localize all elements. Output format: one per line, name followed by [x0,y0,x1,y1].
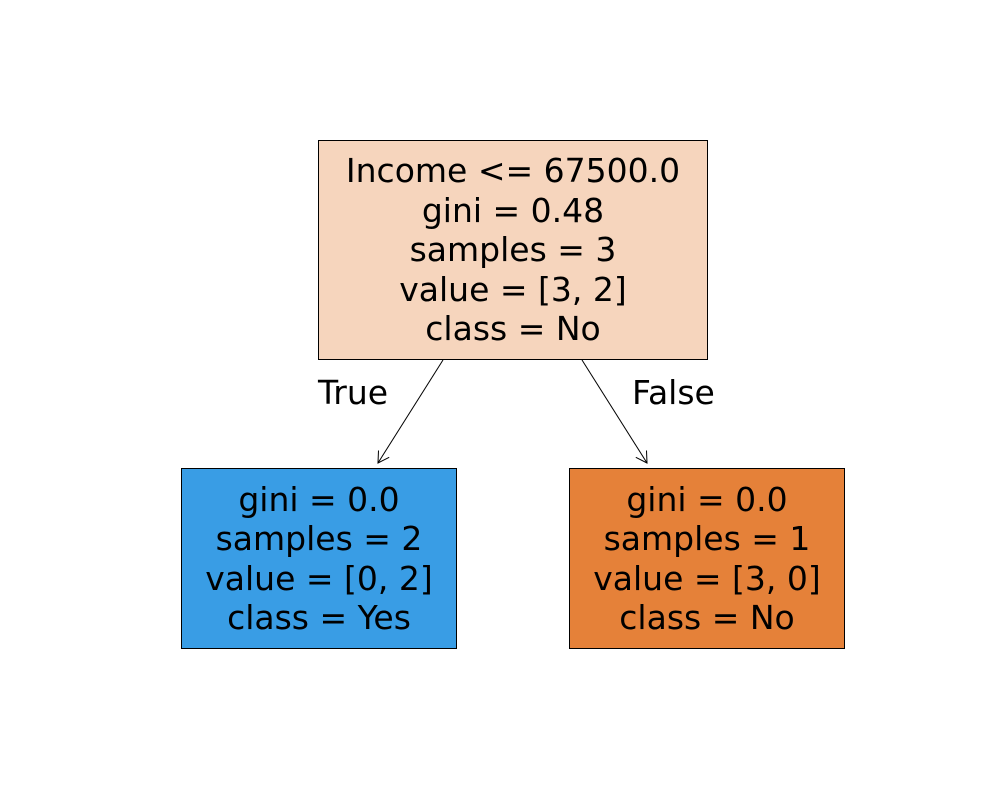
edge-root-to-left [377,359,444,464]
root-gini: gini = 0.48 [421,190,605,230]
left-leaf-node: gini = 0.0 samples = 2 value = [0, 2] cl… [181,468,457,649]
left-samples: samples = 2 [215,519,423,558]
edge-root-to-right [581,359,648,464]
root-node: Income <= 67500.0 gini = 0.48 samples = … [318,140,708,360]
root-samples: samples = 3 [409,230,617,270]
right-class: class = No [619,598,795,637]
edge-label-true: True [318,373,389,412]
root-class: class = No [425,309,601,349]
root-split-condition: Income <= 67500.0 [345,151,681,191]
left-class: class = Yes [227,598,411,637]
arrowhead-right [635,450,648,464]
right-value: value = [3, 0] [593,558,821,598]
root-value: value = [3, 2] [399,269,627,309]
right-samples: samples = 1 [603,519,811,558]
right-leaf-node: gini = 0.0 samples = 1 value = [3, 0] cl… [569,468,845,649]
right-gini: gini = 0.0 [626,479,788,519]
left-value: value = [0, 2] [205,558,433,598]
arrowhead-left [377,450,390,464]
edge-label-false: False [632,373,715,412]
left-gini: gini = 0.0 [238,479,400,519]
